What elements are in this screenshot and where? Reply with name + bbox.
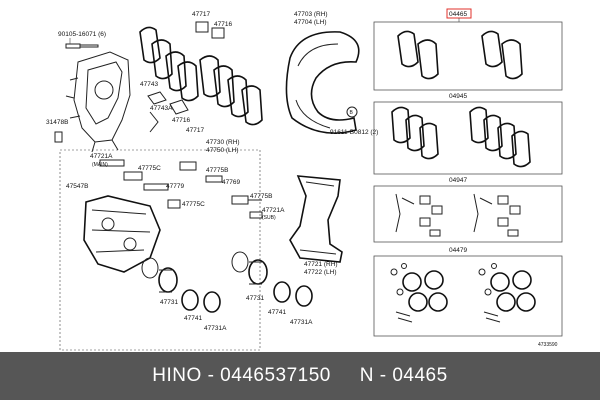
label-47775c-top: 47775C	[138, 165, 161, 172]
label-47721a-main: 47721A	[90, 153, 113, 160]
label-47731-right: 47731	[246, 295, 264, 302]
clips-springs-04947	[395, 193, 521, 237]
caliper-mounting-bracket	[289, 175, 343, 263]
label-47779: 47779	[166, 183, 184, 190]
kit-box-04947	[373, 185, 563, 243]
label-90105: 90105-16071 (6)	[58, 31, 106, 38]
kit-box-04465	[373, 21, 563, 91]
label-47743: 47743	[140, 81, 158, 88]
label-47716-mid: 47716	[172, 117, 190, 124]
label-47703: 47703 (RH)	[294, 11, 328, 18]
pad-shims-upper	[139, 26, 263, 126]
callout-b: B	[350, 110, 354, 116]
label-47731a-right: 47731A	[290, 319, 313, 326]
label-47721a-sub: 47721A	[262, 207, 285, 214]
label-47750: 47750 (LH)	[206, 147, 239, 154]
label-91611: 91611-B0812 (2)	[330, 129, 378, 136]
label-47716-top: 47716	[214, 21, 232, 28]
brake-pads-04465	[397, 30, 523, 80]
label-47731-left: 47731	[160, 299, 178, 306]
part-number-banner: HINO - 0446537150 N - 04465	[0, 352, 600, 400]
label-47769: 47769	[222, 179, 240, 186]
label-31478b: 31478B	[46, 119, 68, 126]
part-number-text: HINO - 0446537150 N - 04465	[152, 365, 448, 386]
label-04945: 04945	[449, 93, 467, 100]
kit-box-04479	[373, 255, 563, 337]
pistons-seals-left	[141, 257, 221, 313]
label-47722: 47722 (LH)	[304, 269, 337, 276]
label-47775b-mid: 47775B	[250, 193, 272, 200]
diagram-ref-number: 4733590	[538, 342, 558, 348]
label-main: (MAIN)	[92, 162, 108, 168]
label-47743a: 47743A	[150, 105, 173, 112]
label-47741-right: 47741	[268, 309, 286, 316]
caliper-assembly-box	[59, 149, 261, 351]
label-47704: 47704 (LH)	[294, 19, 327, 26]
pad-shims-04945	[391, 106, 531, 168]
steering-knuckle	[65, 51, 131, 153]
label-04479: 04479	[449, 247, 467, 254]
clip-31478b	[54, 131, 63, 143]
callout-b-circle	[346, 106, 358, 118]
guide-pins	[99, 159, 263, 219]
bolt-90105	[65, 43, 99, 49]
label-47775c-mid: 47775C	[182, 201, 205, 208]
label-04947: 04947	[449, 177, 467, 184]
label-47730: 47730 (RH)	[206, 139, 240, 146]
label-47717-top: 47717	[192, 11, 210, 18]
label-sub: (SUB)	[262, 215, 276, 221]
label-47741-left: 47741	[184, 315, 202, 322]
caliper-body	[83, 195, 161, 273]
label-47717-mid: 47717	[186, 127, 204, 134]
anti-rattle-clips	[147, 21, 225, 133]
dust-shield	[285, 31, 360, 134]
kit-box-04945	[373, 101, 563, 175]
label-47721: 47721 (RH)	[304, 261, 338, 268]
seal-kit-04479	[390, 263, 536, 323]
label-47775b-top: 47775B	[206, 167, 228, 174]
label-47547b: 47547B	[66, 183, 88, 190]
label-04465: 04465	[449, 11, 467, 18]
pistons-seals-right	[231, 251, 313, 307]
label-47731a-left: 47731A	[204, 325, 227, 332]
brake-parts-diagram: 90105-16071 (6) 31478B 47717 47716 47743…	[46, 8, 563, 351]
